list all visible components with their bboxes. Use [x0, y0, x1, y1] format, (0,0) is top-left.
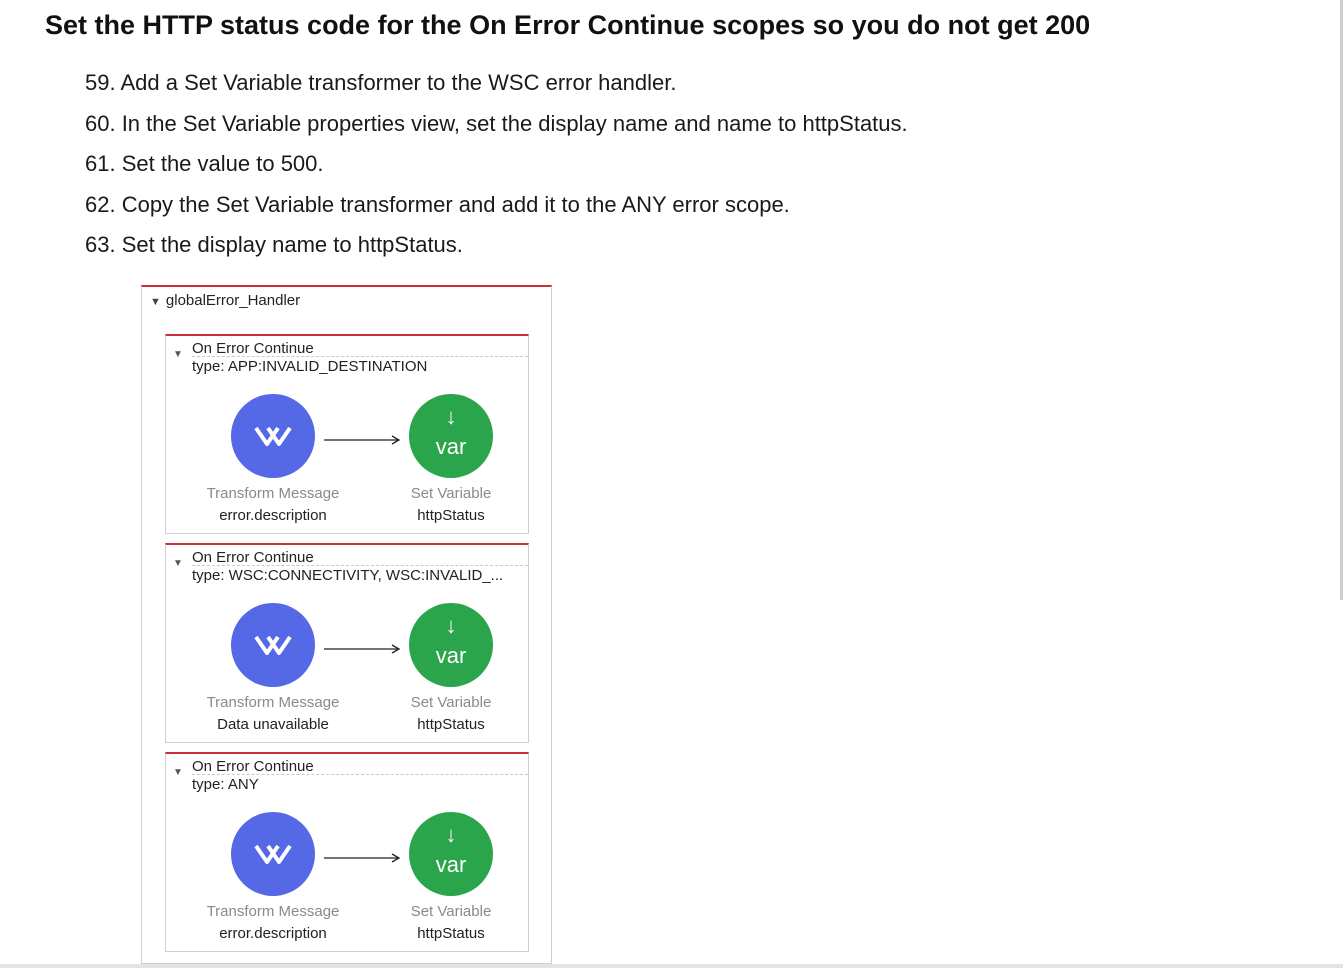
transform-message-node[interactable] [231, 603, 315, 687]
on-error-continue-scope[interactable]: ▼ On Error Continue type: ANY ↓ var Tran… [165, 752, 529, 952]
collapse-triangle-icon[interactable]: ▼ [173, 349, 183, 360]
arrow-down-icon: ↓ [445, 404, 457, 429]
page-heading: Set the HTTP status code for the On Erro… [45, 10, 1091, 40]
step-59: 59. Add a Set Variable transformer to th… [85, 70, 677, 95]
var-icon-label: var [435, 434, 467, 459]
transform-icon [254, 844, 292, 864]
step-63: 63. Set the display name to httpStatus. [85, 232, 463, 257]
collapse-triangle-icon[interactable]: ▼ [173, 767, 183, 778]
transform-label: Transform Message [206, 485, 340, 502]
transform-message-node[interactable] [231, 394, 315, 478]
scope-title: On Error Continue [192, 340, 314, 357]
transform-value: error.description [219, 507, 327, 524]
on-error-continue-scope[interactable]: ▼ On Error Continue type: WSC:CONNECTIVI… [165, 543, 529, 743]
scope-type: type: APP:INVALID_DESTINATION [192, 358, 428, 375]
scope-divider [192, 356, 528, 357]
bottom-divider [0, 964, 1343, 968]
transform-label: Transform Message [206, 903, 340, 920]
scope-type: type: ANY [192, 776, 259, 793]
set-variable-node[interactable]: ↓ var [409, 603, 493, 687]
transform-icon [254, 635, 292, 655]
instruction-steps: 59. Add a Set Variable transformer to th… [85, 68, 908, 271]
arrow-down-icon: ↓ [445, 822, 457, 847]
scope-type: type: WSC:CONNECTIVITY, WSC:INVALID_... [192, 567, 504, 584]
error-handler-diagram: ▼ globalError_Handler ▼ On Error Continue… [141, 285, 552, 964]
set-variable-node[interactable]: ↓ var [409, 394, 493, 478]
var-icon-label: var [435, 852, 467, 877]
transform-value: Data unavailable [217, 716, 329, 733]
scope-divider [192, 565, 528, 566]
step-61: 61. Set the value to 500. [85, 151, 324, 176]
setvar-value: httpStatus [417, 507, 485, 524]
transform-label: Transform Message [206, 694, 340, 711]
step-60: 60. In the Set Variable properties view,… [85, 110, 908, 136]
setvar-label: Set Variable [410, 485, 492, 502]
flow-arrow-icon [324, 644, 401, 654]
transform-icon [254, 426, 292, 446]
setvar-value: httpStatus [417, 925, 485, 942]
vertical-scrollbar[interactable] [1340, 0, 1343, 600]
scope-divider [192, 774, 528, 775]
on-error-continue-scope[interactable]: ▼ On Error Continue type: APP:INVALID_DE… [165, 334, 529, 534]
flow-arrow-icon [324, 853, 401, 863]
setvar-label: Set Variable [410, 903, 492, 920]
setvar-value: httpStatus [417, 716, 485, 733]
flow-arrow-icon [324, 435, 401, 445]
handler-name: globalError_Handler [165, 292, 301, 309]
setvar-label: Set Variable [410, 694, 492, 711]
set-variable-node[interactable]: ↓ var [409, 812, 493, 896]
collapse-triangle-icon[interactable]: ▼ [173, 558, 183, 569]
arrow-down-icon: ↓ [445, 613, 457, 638]
transform-value: error.description [219, 925, 327, 942]
step-62: 62. Copy the Set Variable transformer an… [85, 191, 790, 217]
collapse-triangle-icon[interactable]: ▼ [150, 296, 161, 308]
var-icon-label: var [435, 643, 467, 668]
scope-title: On Error Continue [192, 549, 314, 566]
handler-header[interactable]: ▼ globalError_Handler [150, 292, 300, 309]
transform-message-node[interactable] [231, 812, 315, 896]
scope-title: On Error Continue [192, 758, 314, 775]
